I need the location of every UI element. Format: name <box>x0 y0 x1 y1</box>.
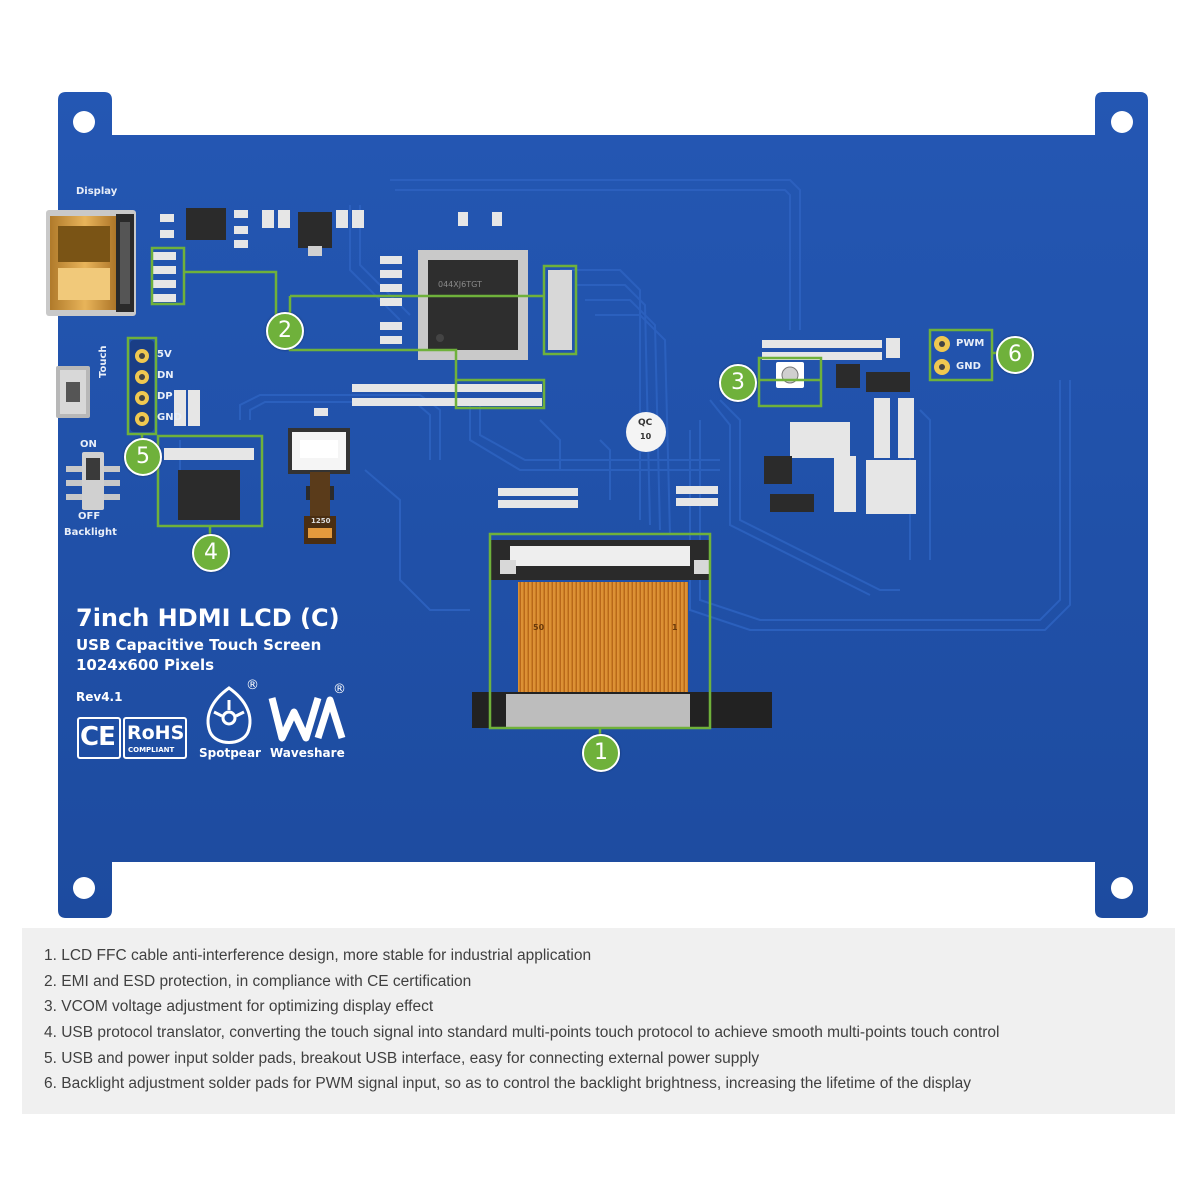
silk-gnd: GND <box>956 361 981 372</box>
pcb-photo: Display Touch ON OFF Backlight 5V DN DP … <box>46 92 1148 918</box>
main-controller-chip <box>418 250 528 360</box>
waveshare-registered: ® <box>333 682 346 697</box>
silk-pad-5v: 5V <box>157 349 172 360</box>
silk-pad-dp: DP <box>157 391 173 402</box>
board-subtitle-touch: USB Capacitive Touch Screen <box>76 636 322 654</box>
power-usb-pads <box>130 340 154 432</box>
spotpear-registered: ® <box>246 678 259 693</box>
rohs-compliant: COMPLIANT <box>128 746 175 754</box>
silk-pwm: PWM <box>956 338 985 349</box>
smd-components <box>152 208 916 520</box>
silk-display: Display <box>76 186 118 197</box>
ffc-pin-1: 1 <box>672 623 678 632</box>
touch-fpc-connector <box>288 428 350 544</box>
rohs-mark: RoHS <box>127 722 185 744</box>
feature-item: 5. USB and power input solder pads, brea… <box>44 1049 760 1067</box>
qc-label: QC <box>638 418 653 428</box>
spotpear-logo <box>206 686 252 744</box>
feature-list: 1. LCD FFC cable anti-interference desig… <box>22 928 1175 1097</box>
vcom-potentiometer <box>776 362 804 388</box>
ce-mark: CE <box>80 722 116 752</box>
pwm-gnd-pads <box>934 336 950 375</box>
waveshare-logo <box>268 696 346 742</box>
ffc-pin-50: 50 <box>533 623 545 632</box>
mounting-holes <box>73 111 1133 899</box>
backlight-switch <box>66 452 120 510</box>
silk-on: ON <box>80 439 97 450</box>
silk-pad-dn: DN <box>157 370 174 381</box>
callout-6: 6 <box>996 336 1034 374</box>
board-subtitle-resolution: 1024x600 Pixels <box>76 656 215 674</box>
pcb-board-illustration <box>46 92 1148 918</box>
feature-caption-panel: 1. LCD FFC cable anti-interference desig… <box>22 928 1175 1114</box>
silk-backlight: Backlight <box>64 527 117 538</box>
brand-waveshare: Waveshare <box>270 746 345 760</box>
qc-number: 10 <box>640 432 652 441</box>
callout-3: 3 <box>719 364 757 402</box>
qc-sticker <box>626 412 666 452</box>
board-title: 7inch HDMI LCD (C) <box>76 604 340 632</box>
silk-pad-gnd: GND <box>157 412 182 423</box>
callout-1: 1 <box>582 734 620 772</box>
micro-usb-connector <box>56 366 90 418</box>
lcd-ffc-connector <box>472 540 772 728</box>
feature-item: 3. VCOM voltage adjustment for optimizin… <box>44 998 434 1016</box>
chip-marking: 044XJ6TGT <box>438 280 482 289</box>
fpc-marking: 1250 <box>311 517 331 525</box>
feature-item: 1. LCD FFC cable anti-interference desig… <box>44 947 592 964</box>
hdmi-connector <box>46 210 136 316</box>
cert-boxes <box>77 717 187 759</box>
callout-4: 4 <box>192 534 230 572</box>
silk-off: OFF <box>78 511 101 522</box>
feature-item: 6. Backlight adjustment solder pads for … <box>44 1075 972 1093</box>
feature-item: 4. USB protocol translator, converting t… <box>44 1024 1000 1042</box>
silk-touch: Touch <box>98 345 109 378</box>
board-revision: Rev4.1 <box>76 690 123 704</box>
feature-item: 2. EMI and ESD protection, in compliance… <box>44 972 472 990</box>
brand-spotpear: Spotpear <box>199 746 261 760</box>
callout-5: 5 <box>124 438 162 476</box>
callout-2: 2 <box>266 312 304 350</box>
